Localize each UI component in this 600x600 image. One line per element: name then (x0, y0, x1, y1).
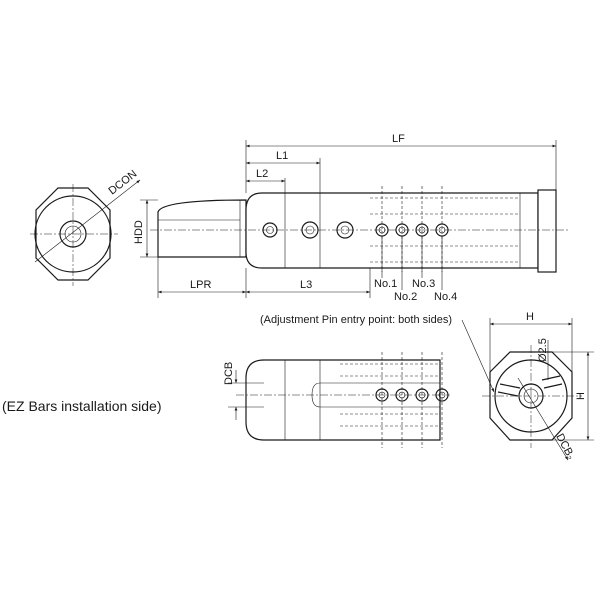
h-top-label: H (526, 311, 534, 323)
l2-label: L2 (256, 168, 268, 180)
dcb2-label: DCB₂ (553, 432, 577, 462)
side-view-top: LF L1 L2 HDD LPR L3 No.1 No.2 No.3 No.4 (133, 133, 570, 303)
end-view-top: DCON (30, 168, 141, 286)
h-side-label: H (575, 392, 587, 400)
no2-label: No.2 (394, 291, 417, 303)
lpr-label: LPR (190, 279, 211, 291)
hdd-label: HDD (133, 220, 145, 244)
l3-label: L3 (300, 279, 312, 291)
side-view-bottom: DCB (223, 352, 450, 448)
no3-label: No.3 (412, 278, 435, 290)
ez-bars-side-label: (EZ Bars installation side) (2, 398, 162, 414)
dia-2-5-label: Ø2.5 (537, 338, 549, 362)
dcb-label: DCB (223, 362, 235, 385)
adjustment-note: (Adjustment Pin entry point: both sides) (260, 314, 452, 326)
no1-label: No.1 (374, 278, 397, 290)
end-view-bottom: H H Ø2.5 DCB₂ (482, 311, 594, 462)
no4-label: No.4 (434, 291, 457, 303)
l1-label: L1 (276, 150, 288, 162)
lf-label: LF (392, 133, 405, 145)
